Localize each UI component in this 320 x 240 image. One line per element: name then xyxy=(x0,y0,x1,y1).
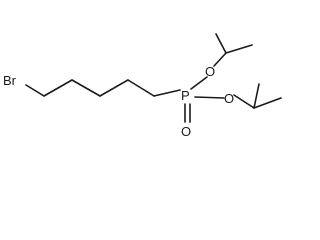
bond-c5-p xyxy=(153,89,181,97)
bond-ch-ch3-lower-up xyxy=(253,83,260,109)
bond-ch-ch3-lower-right xyxy=(253,97,282,109)
bond-o-ch-upper xyxy=(213,52,227,67)
bond-br-c1 xyxy=(25,84,45,97)
bond-c2-c3 xyxy=(71,79,101,97)
bond-p-o-upper xyxy=(190,76,208,90)
bond-p-o-lower xyxy=(194,96,225,99)
structure-diagram: Br P O O O xyxy=(3,33,282,139)
atom-label-o-upper: O xyxy=(205,64,215,79)
atom-label-br: Br xyxy=(3,73,17,88)
bond-c1-c2 xyxy=(43,79,73,97)
bond-ch-ch3-upper-left xyxy=(215,33,227,54)
bond-c4-c5 xyxy=(127,79,155,97)
atom-label-p: P xyxy=(181,88,190,103)
bond-c3-c4 xyxy=(99,79,129,97)
bond-ch-ch3-upper-right xyxy=(225,44,253,54)
bond-o-ch-lower xyxy=(233,94,255,109)
atom-label-o-lower: O xyxy=(224,91,234,106)
atom-label-o-double: O xyxy=(181,124,191,139)
